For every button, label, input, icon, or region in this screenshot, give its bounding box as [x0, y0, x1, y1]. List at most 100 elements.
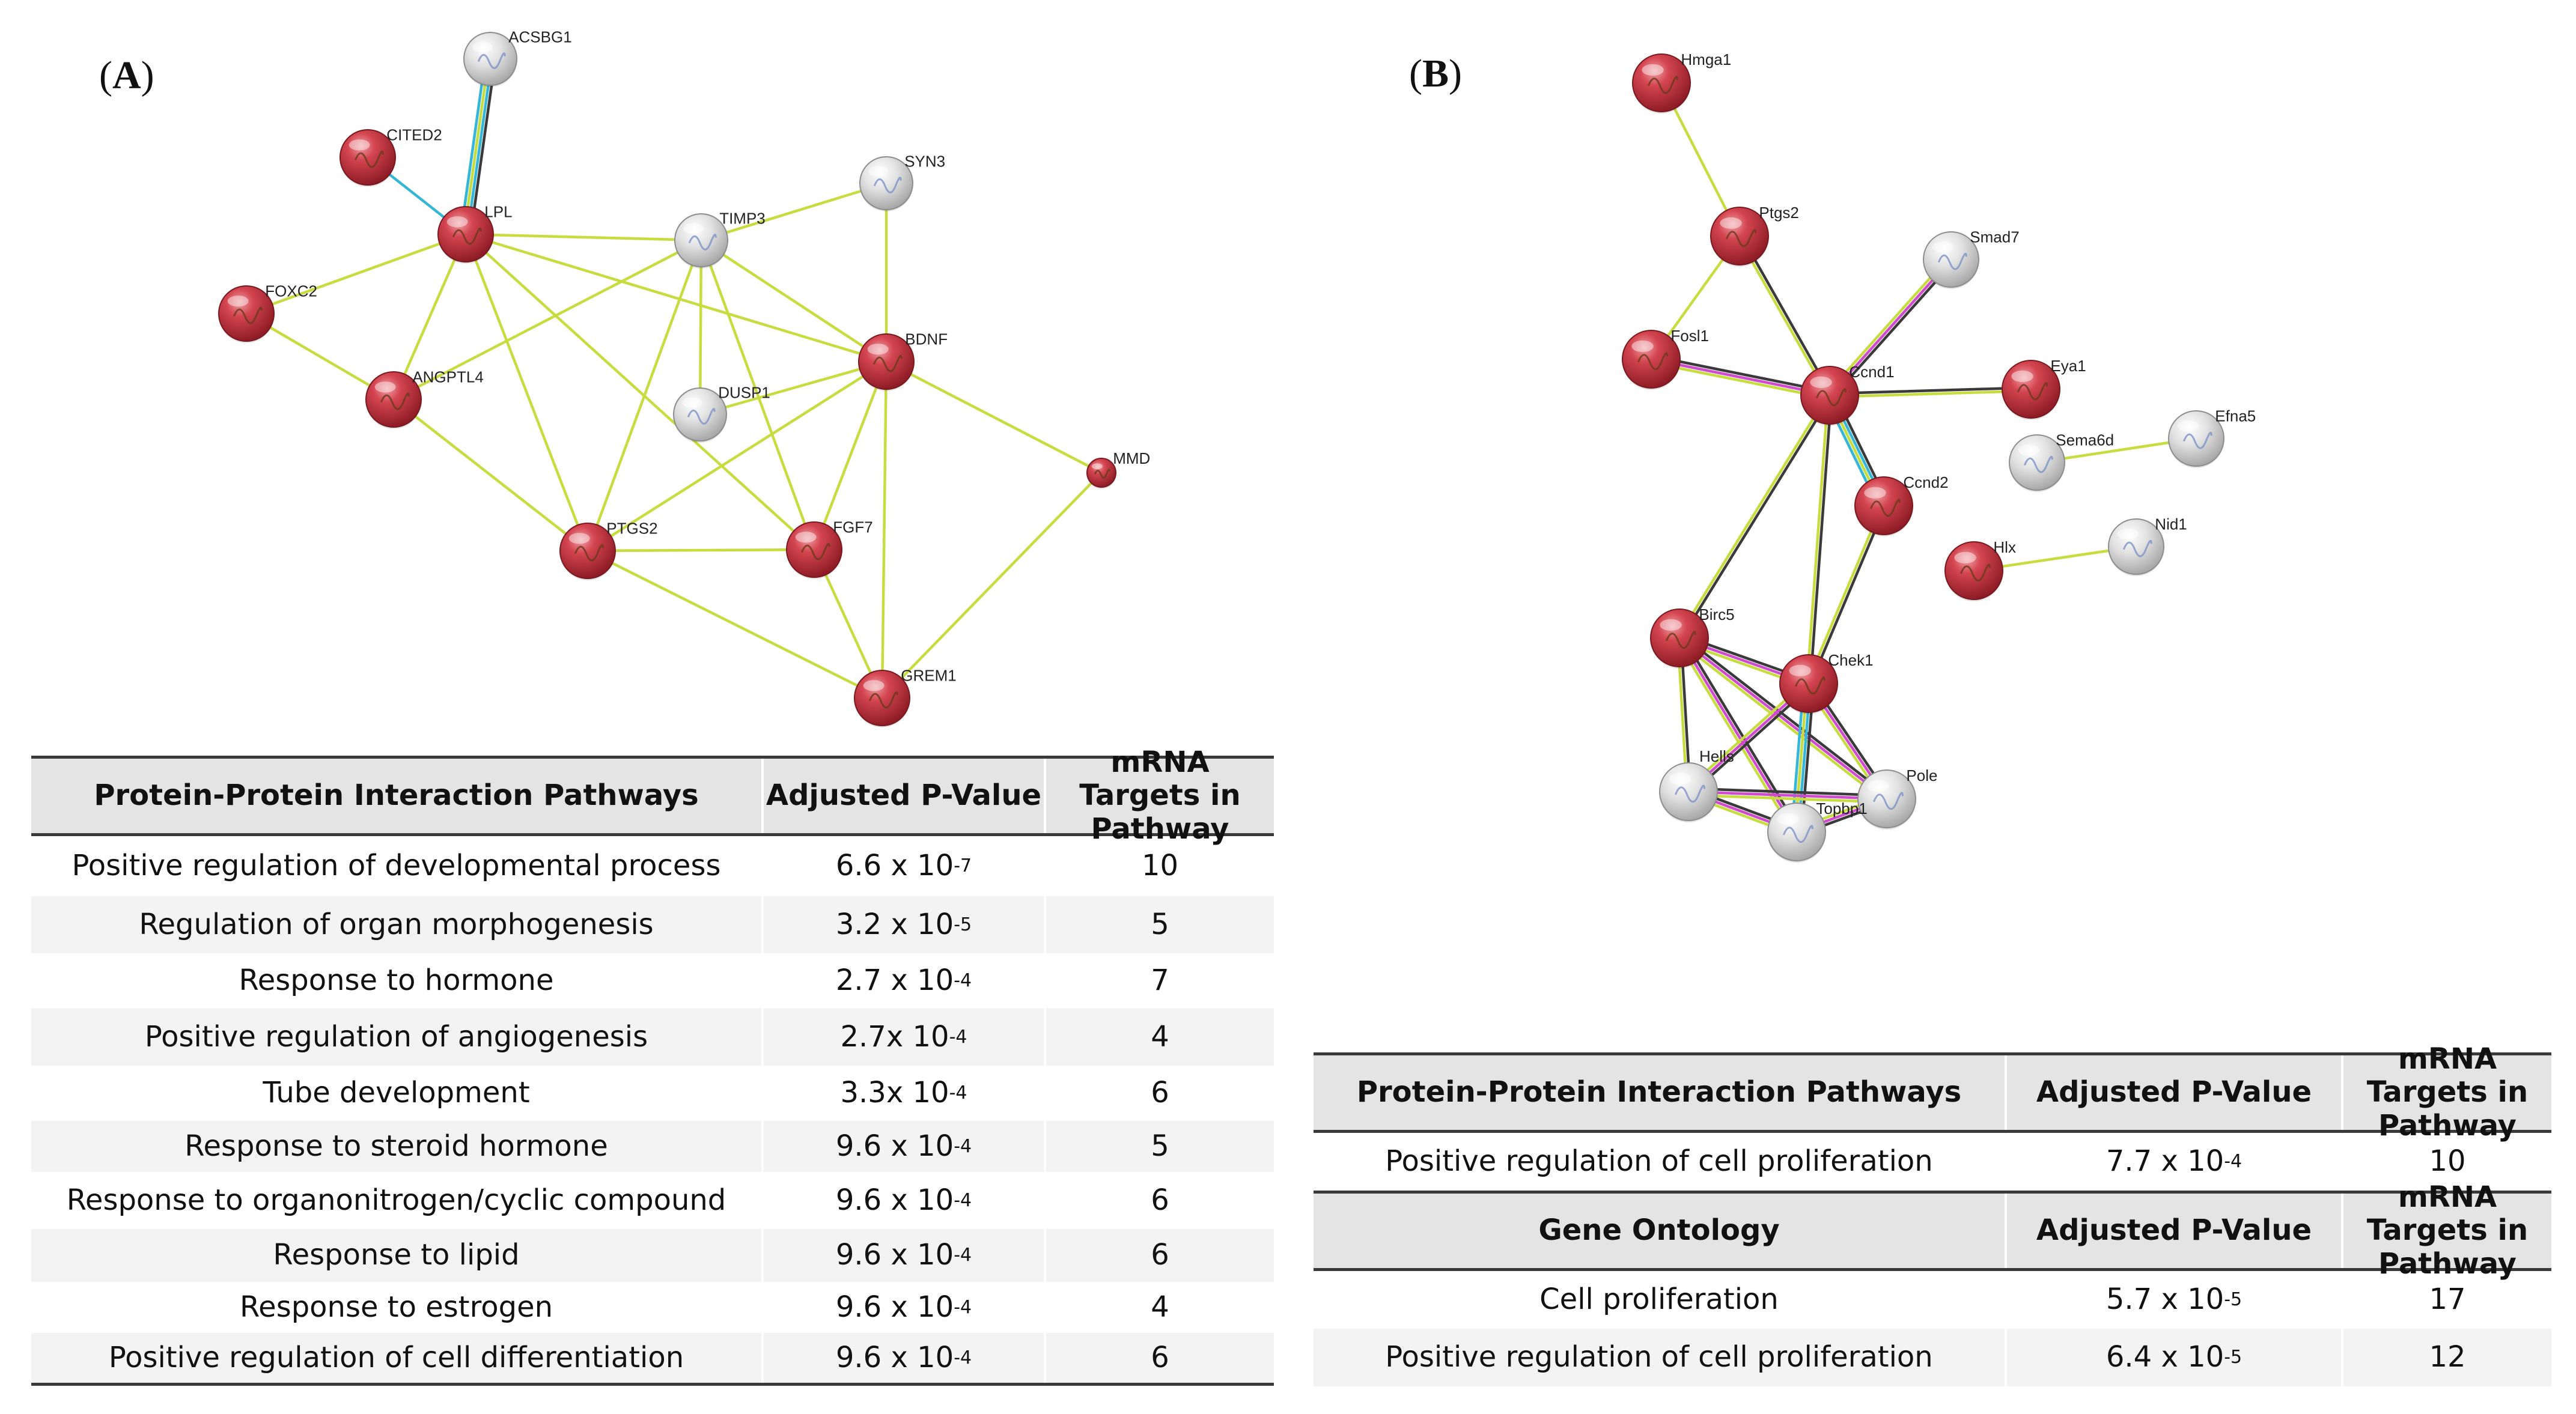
b-node-hells: Hells	[1659, 747, 1734, 822]
b-node-label-efna5: Efna5	[2215, 407, 2256, 425]
targets-cell: 5	[1044, 1121, 1274, 1172]
pvalue-cell: 2.7x 10-4	[761, 1009, 1044, 1066]
pvalue-cell: 5.7 x 10-5	[2005, 1271, 2341, 1329]
a-node-grem1: GREM1	[854, 666, 957, 727]
b-node-label-ccnd2: Ccnd2	[1903, 473, 1948, 491]
b-node-label-topbp1: Topbp1	[1816, 800, 1867, 818]
a-edge-LPL-FGF7	[464, 232, 816, 551]
pvalue-base: 9.6 x 10	[835, 1290, 954, 1324]
pvalue-base: 9.6 x 10	[835, 1238, 954, 1272]
b-node-smad7: Smad7	[1923, 228, 2020, 289]
targets-cell: 4	[1044, 1009, 1274, 1066]
a-edge-BDNF-MMD	[885, 360, 1103, 475]
a-node-label-syn3: SYN3	[904, 153, 945, 171]
a-node-label-cited2: CITED2	[386, 126, 442, 144]
network-a: ACSBG1CITED2LPLFOXC2ANGPTL4TIMP3SYN3DUSP…	[218, 28, 1150, 727]
pathway-cell: Positive regulation of cell proliferatio…	[1385, 1340, 1933, 1374]
b-node-fosl1: Fosl1	[1622, 327, 1709, 390]
b-node-ccnd1: Ccnd1	[1800, 363, 1895, 426]
b-edge-Ccnd1-Eya1	[1828, 386, 2033, 398]
a-edge-TIMP3-DUSP1	[698, 238, 703, 416]
pvalue-base: 7.7 x 10	[2106, 1144, 2224, 1179]
targets-cell: 7	[1044, 953, 1274, 1009]
pvalue-cell: 9.6 x 10-4	[761, 1282, 1044, 1333]
targets-cell: 4	[1044, 1282, 1274, 1333]
pathway-cell: Tube development	[263, 1076, 530, 1110]
a-edge-ANGPTL4-TIMP3	[392, 238, 703, 401]
table-row: Positive regulation of developmental pro…	[31, 836, 1274, 896]
pvalue-base: 3.2 x 10	[835, 907, 954, 941]
a-node-lpl: LPL	[437, 202, 513, 264]
a-node-label-timp3: TIMP3	[719, 210, 766, 228]
b-node-label-nid1: Nid1	[2155, 515, 2187, 533]
a-edge-TIMP3-PTGS2	[586, 238, 703, 553]
pvalue-base: 2.7 x 10	[835, 963, 954, 998]
pathway-cell: Positive regulation of cell proliferatio…	[1385, 1144, 1933, 1179]
a-edge-BDNF-PTGS2	[586, 360, 888, 553]
targets-cell: 6	[1044, 1229, 1274, 1282]
header-targets: mRNA Targets in Pathway	[1044, 746, 1274, 845]
a-edge-LPL-BDNF	[464, 232, 888, 363]
header-pvalue: Adjusted P-Value	[761, 759, 1044, 833]
b-node-label-sema6d: Sema6d	[2056, 431, 2114, 449]
a-edge-PTGS2-GREM1	[586, 549, 884, 700]
b-node-label-hmga1: Hmga1	[1681, 50, 1731, 68]
pvalue-cell: 2.7 x 10-4	[761, 953, 1044, 1009]
pvalue-base: 6.4 x 10	[2106, 1340, 2224, 1374]
a-node-label-bdnf: BDNF	[905, 330, 948, 348]
a-node-label-mmd: MMD	[1113, 449, 1150, 467]
b-node-label-ptgs2: Ptgs2	[1759, 204, 1799, 222]
b-node-sema6d: Sema6d	[2009, 431, 2114, 492]
table-row: Positive regulation of cell proliferatio…	[1314, 1133, 2551, 1191]
targets-cell: 10	[2341, 1133, 2551, 1191]
b-node-nid1: Nid1	[2108, 515, 2187, 576]
table-row: Response to organonitrogen/cyclic compou…	[31, 1172, 1274, 1229]
pvalue-base: 3.3x 10	[840, 1076, 949, 1110]
panel-a-label: (A)	[99, 53, 154, 97]
b-node-hlx: Hlx	[1944, 538, 2016, 601]
targets-cell: 10	[1044, 836, 1274, 896]
pathway-cell: Response to organonitrogen/cyclic compou…	[66, 1183, 726, 1217]
pathway-cell: Response to estrogen	[239, 1290, 553, 1324]
b-node-label-ccnd1: Ccnd1	[1849, 363, 1894, 381]
b-edge-Ccnd1-Chek1	[1806, 393, 1833, 685]
pathway-cell: Regulation of organ morphogenesis	[139, 907, 654, 941]
a-node-foxc2: FOXC2	[218, 282, 317, 343]
pvalue-base: 9.6 x 10	[835, 1183, 954, 1217]
targets-cell: 12	[2341, 1329, 2551, 1386]
b-edge-Birc5-Pole	[1676, 634, 1890, 803]
b-node-eya1: Eya1	[2002, 357, 2086, 420]
b-node-hmga1: Hmga1	[1632, 50, 1731, 114]
b-edge-Ccnd2-Chek1	[1806, 503, 1887, 686]
pvalue-base: 9.6 x 10	[835, 1129, 954, 1163]
a-edge-TIMP3-BDNF	[699, 238, 888, 363]
pathway-cell: Response to steroid hormone	[184, 1129, 608, 1163]
b-node-label-birc5: Birc5	[1699, 605, 1734, 624]
a-edge-LPL-PTGS2	[464, 232, 589, 553]
b-node-label-hells: Hells	[1699, 747, 1734, 765]
table-row: Regulation of organ morphogenesis 3.2 x 1…	[31, 896, 1274, 953]
pathway-cell: Positive regulation of developmental pro…	[72, 849, 721, 883]
b-node-chek1: Chek1	[1779, 651, 1874, 714]
a-node-label-lpl: LPL	[484, 202, 512, 220]
b-edge-Smad7-Ccnd1	[1825, 256, 1955, 399]
a-edge-MMD-GREM1	[880, 471, 1103, 700]
a-edge-ACSBG1-LPL	[459, 56, 497, 237]
a-edge-LPL-ANGPTL4	[392, 232, 467, 401]
nodes-a: ACSBG1CITED2LPLFOXC2ANGPTL4TIMP3SYN3DUSP…	[218, 28, 1150, 727]
a-node-cited2: CITED2	[340, 126, 442, 187]
b-node-topbp1: Topbp1	[1767, 800, 1868, 863]
pvalue-base: 9.6 x 10	[835, 1340, 954, 1374]
b-node-efna5: Efna5	[2168, 407, 2256, 468]
a-node-acsbg1: ACSBG1	[463, 28, 572, 87]
pvalue-base: 5.7 x 10	[2106, 1282, 2224, 1317]
a-node-label-grem1: GREM1	[901, 666, 956, 684]
b-node-birc5: Birc5	[1650, 605, 1735, 669]
a-edge-PTGS2-FGF7	[586, 548, 816, 553]
b-node-label-pole: Pole	[1906, 766, 1937, 784]
